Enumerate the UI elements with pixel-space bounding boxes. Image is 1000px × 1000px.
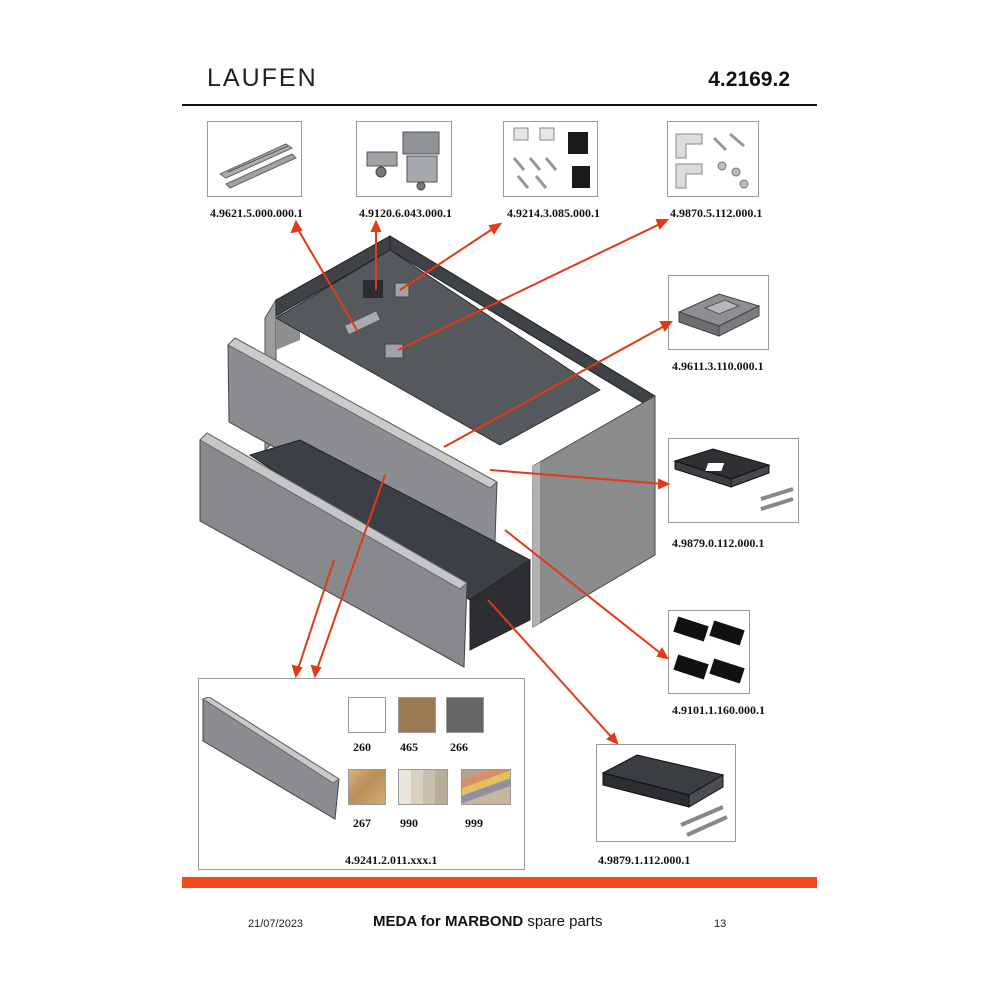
swatch-999[interactable] — [461, 769, 511, 805]
insert-thumbnail[interactable] — [668, 275, 769, 350]
drawer-box-icon — [601, 754, 728, 837]
header-rule — [182, 104, 817, 106]
upper-drawer-thumbnail[interactable] — [668, 438, 799, 523]
rail-thumbnail[interactable] — [207, 121, 302, 197]
part-number-bracket: 4.9870.5.112.000.1 — [670, 206, 763, 220]
swatch-code-990: 990 — [400, 816, 418, 830]
swatch-465[interactable] — [398, 697, 436, 733]
swatch-code-266: 266 — [450, 740, 468, 754]
bracket-icon — [675, 132, 749, 189]
swatch-code-465: 465 — [400, 740, 418, 754]
swatch-code-260: 260 — [353, 740, 371, 754]
hinge-thumbnail[interactable] — [356, 121, 452, 197]
rail-icon — [218, 143, 297, 189]
brand-label-icon — [673, 616, 745, 684]
swatch-260[interactable] — [348, 697, 386, 733]
part-number-labels: 4.9101.1.160.000.1 — [672, 703, 765, 717]
footer-accent-bar — [182, 877, 817, 888]
bracket-thumbnail[interactable] — [667, 121, 759, 197]
swatch-code-267: 267 — [353, 816, 371, 830]
part-number-lower-drawer: 4.9879.1.112.000.1 — [598, 853, 691, 867]
drawer-tray-icon — [673, 448, 794, 511]
swatch-code-999: 999 — [465, 816, 483, 830]
footer-date: 21/07/2023 — [248, 918, 304, 930]
insert-tray-icon — [677, 293, 761, 337]
part-number-upper-drawer: 4.9879.0.112.000.1 — [672, 536, 765, 550]
swatch-990[interactable] — [398, 769, 448, 805]
brand-logo: LAUFEN — [207, 64, 318, 92]
fittings-thumbnail[interactable] — [503, 121, 598, 197]
part-number-insert: 4.9611.3.110.000.1 — [672, 359, 764, 373]
footer-title-rest: spare parts — [523, 913, 603, 930]
front-panel-options: 260 465 266 267 990 999 4.9241.2.011.xxx… — [198, 678, 525, 870]
part-number-front-panel: 4.9241.2.011.xxx.1 — [345, 853, 438, 867]
footer-page-number: 13 — [714, 918, 727, 930]
part-number-hinge: 4.9120.6.043.000.1 — [359, 206, 452, 220]
fittings-icon — [512, 127, 590, 189]
part-number-rail: 4.9621.5.000.000.1 — [210, 206, 303, 220]
swatch-267[interactable] — [348, 769, 386, 805]
front-panel-icon — [201, 697, 340, 820]
lower-drawer-thumbnail[interactable] — [596, 744, 736, 842]
labels-thumbnail[interactable] — [668, 610, 750, 694]
hinge-icon — [366, 131, 440, 191]
document-code: 4.2169.2 — [708, 68, 790, 91]
swatch-266[interactable] — [446, 697, 484, 733]
part-number-fittings: 4.9214.3.085.000.1 — [507, 206, 600, 220]
footer-title-bold: MEDA for MARBOND — [373, 913, 524, 930]
footer-title: MEDA for MARBOND spare parts — [373, 913, 602, 930]
